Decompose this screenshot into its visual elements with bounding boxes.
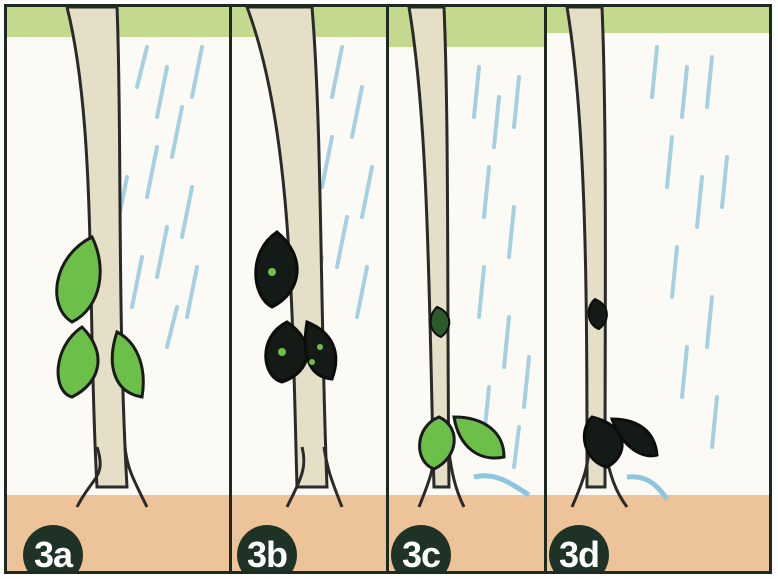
panel-3c-drawing	[389, 7, 544, 571]
rain	[119, 47, 202, 347]
rain	[474, 67, 529, 467]
panel-3c: 3c	[389, 7, 544, 571]
rain	[652, 47, 727, 447]
panel-3b-drawing	[232, 7, 386, 571]
illustration-frame: 3a 3b	[4, 4, 772, 574]
runoff	[474, 476, 529, 495]
panel-3b: 3b	[232, 7, 386, 571]
panel-3d-drawing	[547, 7, 769, 571]
tree-trunk	[409, 7, 449, 487]
panel-3a-drawing	[7, 7, 229, 571]
tree-trunk	[567, 7, 605, 487]
panel-3a: 3a	[7, 7, 229, 571]
panel-3d: 3d	[547, 7, 769, 571]
leaf	[454, 417, 504, 458]
